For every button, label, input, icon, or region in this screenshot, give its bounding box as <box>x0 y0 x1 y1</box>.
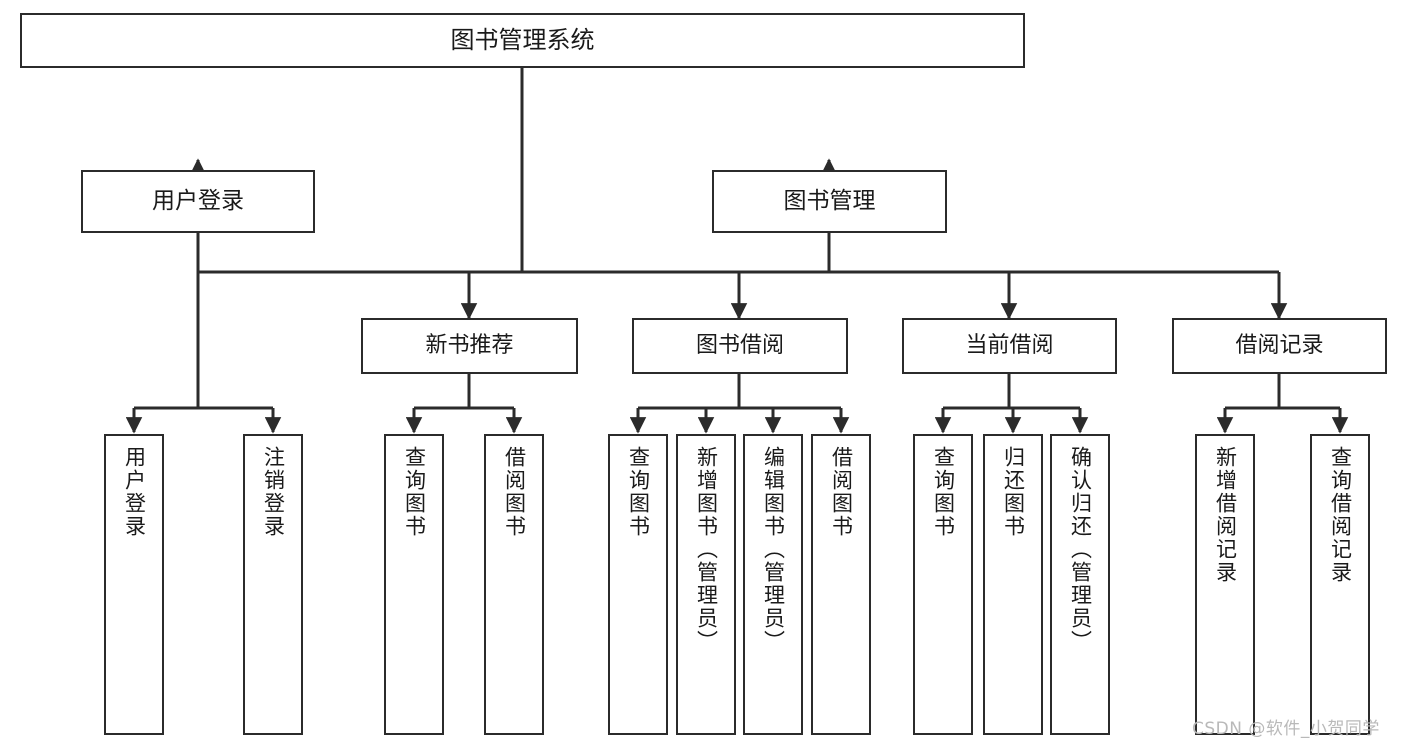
leaf-edit-book-admin[interactable]: 编辑图书（管理员） <box>743 434 803 735</box>
leaf-borrow-book[interactable]: 借阅图书 <box>811 434 871 735</box>
node-book-borrow[interactable]: 图书借阅 <box>632 318 848 374</box>
node-book-management[interactable]: 图书管理 <box>712 170 947 233</box>
leaf-add-borrow-record[interactable]: 新增借阅记录 <box>1195 434 1255 735</box>
node-label: 查询图书 <box>931 446 956 538</box>
node-label: 确认归还（管理员） <box>1068 446 1093 653</box>
node-label: 当前借阅 <box>965 333 1054 359</box>
node-label: 图书管理系统 <box>450 25 595 54</box>
node-label: 查询借阅记录 <box>1328 446 1353 584</box>
node-label: 查询图书 <box>626 446 651 538</box>
node-user-login[interactable]: 用户登录 <box>81 170 315 233</box>
leaf-query-book-current[interactable]: 查询图书 <box>913 434 973 735</box>
node-label: 归还图书 <box>1001 446 1026 538</box>
leaf-user-login[interactable]: 用户登录 <box>104 434 164 735</box>
node-label: 借阅图书 <box>829 446 854 538</box>
node-root-system[interactable]: 图书管理系统 <box>20 13 1025 68</box>
leaf-borrow-book-recommend[interactable]: 借阅图书 <box>484 434 544 735</box>
node-borrow-record[interactable]: 借阅记录 <box>1172 318 1387 374</box>
node-label: 图书管理 <box>783 188 876 215</box>
node-label: 新增图书（管理员） <box>694 446 719 653</box>
node-label: 注销登录 <box>261 446 286 538</box>
node-current-borrow[interactable]: 当前借阅 <box>902 318 1117 374</box>
leaf-return-book[interactable]: 归还图书 <box>983 434 1043 735</box>
leaf-add-book-admin[interactable]: 新增图书（管理员） <box>676 434 736 735</box>
node-label: 借阅图书 <box>502 446 527 538</box>
csdn-watermark: CSDN @软件_小贺同学 <box>1192 719 1380 739</box>
leaf-logout-login[interactable]: 注销登录 <box>243 434 303 735</box>
leaf-query-book-recommend[interactable]: 查询图书 <box>384 434 444 735</box>
node-label: 查询图书 <box>402 446 427 538</box>
leaf-query-borrow-record[interactable]: 查询借阅记录 <box>1310 434 1370 735</box>
node-label: 新增借阅记录 <box>1213 446 1238 584</box>
node-label: 用户登录 <box>122 446 147 538</box>
leaf-query-book-borrow[interactable]: 查询图书 <box>608 434 668 735</box>
node-label: 借阅记录 <box>1235 333 1324 359</box>
node-label: 新书推荐 <box>425 333 514 359</box>
node-new-book-recommend[interactable]: 新书推荐 <box>361 318 578 374</box>
node-label: 编辑图书（管理员） <box>761 446 786 653</box>
leaf-confirm-return-admin[interactable]: 确认归还（管理员） <box>1050 434 1110 735</box>
node-label: 图书借阅 <box>695 333 784 359</box>
node-label: 用户登录 <box>152 188 244 215</box>
